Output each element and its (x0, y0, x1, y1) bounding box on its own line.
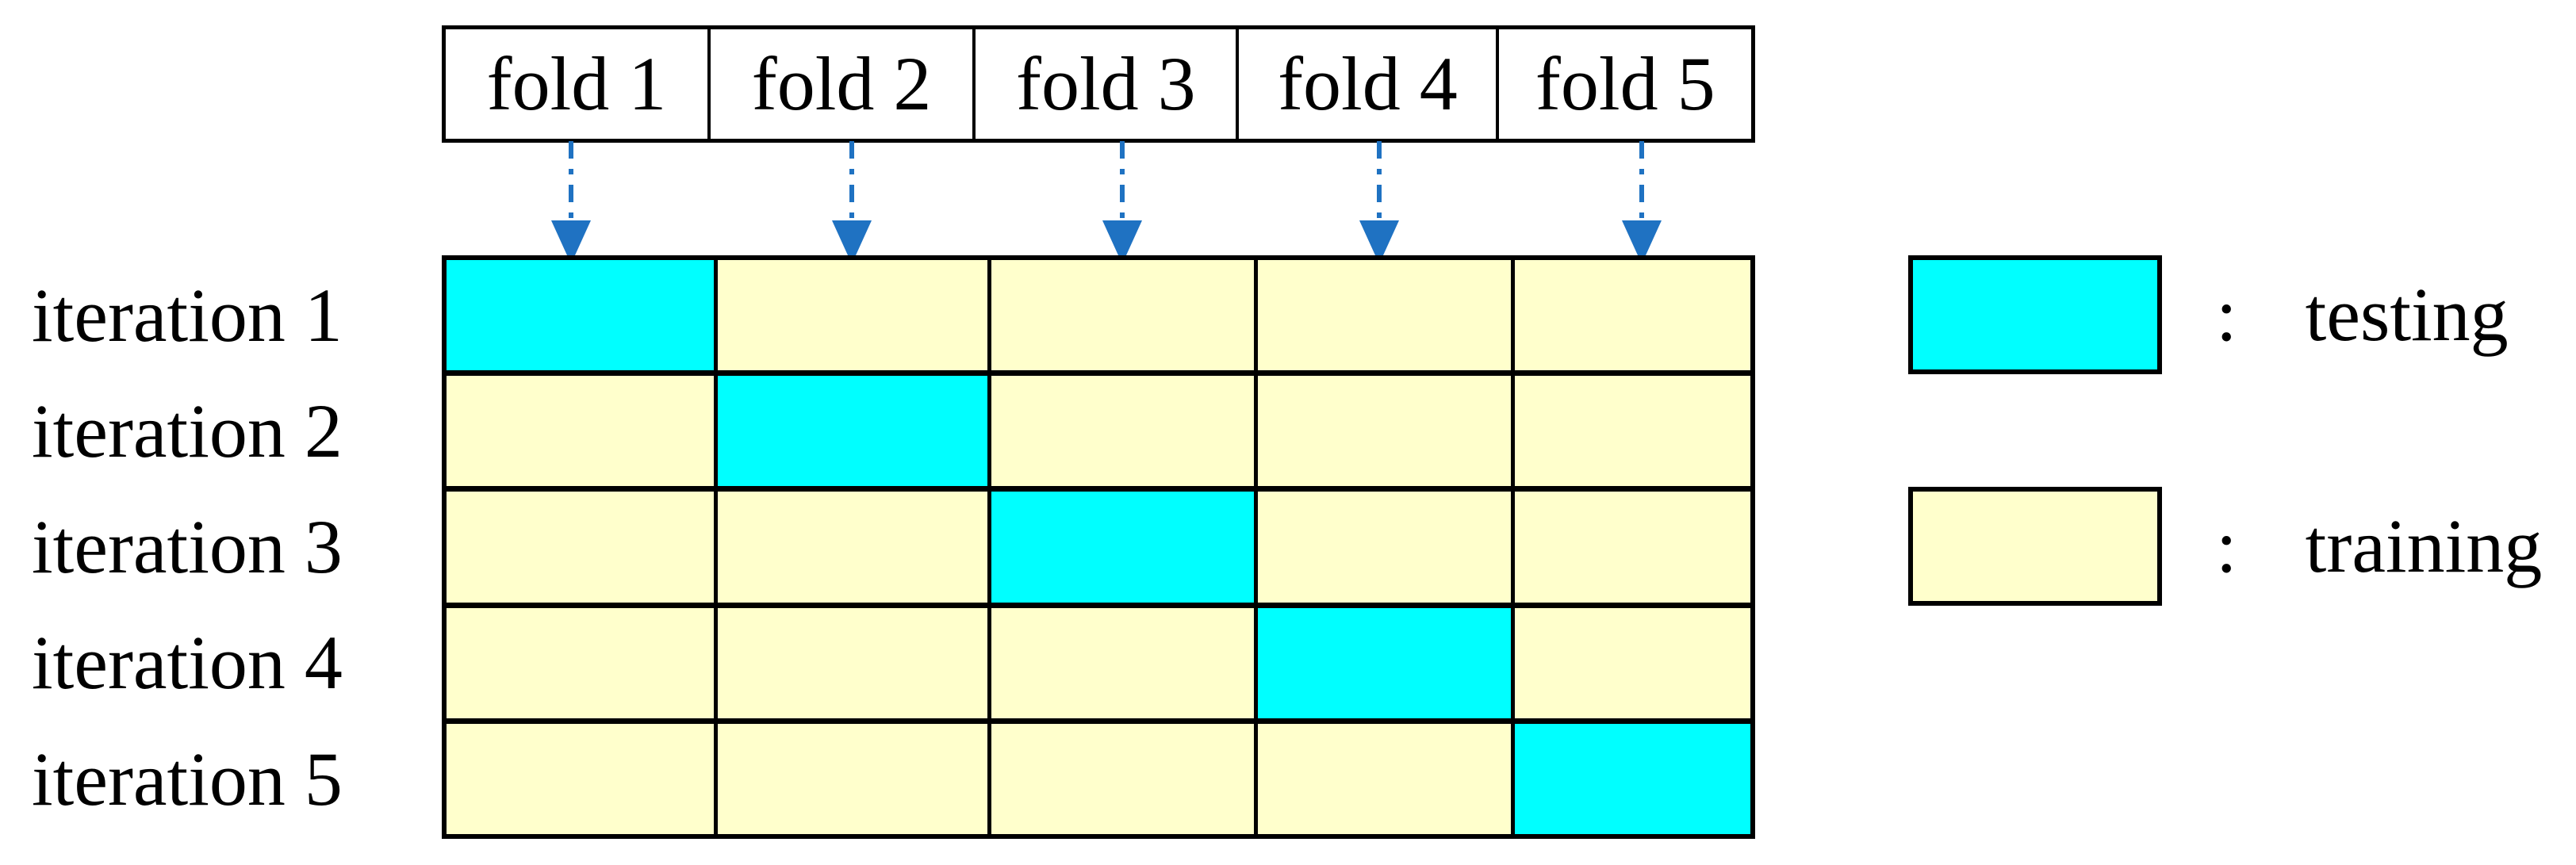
fold-label: fold 5 (1535, 41, 1715, 126)
grid-cell (991, 376, 1259, 487)
legend-colon: : (2216, 503, 2237, 588)
fold-header-cell-1: fold 1 (446, 29, 711, 139)
legend-label-training: training (2305, 503, 2543, 588)
iteration-label-4: iteration 4 (32, 620, 343, 705)
grid-cell (718, 260, 991, 371)
grid-cell (1514, 376, 1750, 487)
grid-cell (1514, 492, 1750, 603)
down-arrow-icon (551, 141, 591, 264)
fold-header-cell-4: fold 4 (1239, 29, 1500, 139)
grid-row-1 (447, 260, 1750, 377)
grid-cell (447, 492, 719, 603)
legend-colon: : (2216, 272, 2237, 357)
iteration-label-3: iteration 3 (32, 504, 343, 589)
grid-cell (991, 260, 1259, 371)
iteration-label-1: iteration 1 (32, 273, 343, 358)
grid-row-2 (447, 376, 1750, 492)
fold-header-cell-5: fold 5 (1499, 29, 1751, 139)
fold-label: fold 1 (486, 41, 667, 126)
grid-cell (1258, 607, 1515, 718)
legend-swatch-training (1908, 487, 2162, 606)
grid-cell (718, 723, 991, 835)
grid-cell (447, 607, 719, 718)
down-arrow-icon (1622, 141, 1662, 264)
grid-cell (447, 376, 719, 487)
down-arrow-icon (1359, 141, 1399, 264)
grid-cell (718, 376, 991, 487)
grid-row-4 (447, 607, 1750, 724)
iteration-label-5: iteration 5 (32, 737, 343, 821)
grid-cell (1514, 607, 1750, 718)
grid-cell (1258, 260, 1515, 371)
fold-label: fold 4 (1278, 41, 1458, 126)
grid-cell (1514, 260, 1750, 371)
grid-row-5 (447, 723, 1750, 835)
grid-cell (1258, 723, 1515, 835)
grid-cell (991, 607, 1259, 718)
fold-header-cell-2: fold 2 (711, 29, 976, 139)
down-arrow-icon (832, 141, 872, 264)
cv-grid (442, 255, 1755, 839)
iteration-label-2: iteration 2 (32, 388, 343, 473)
fold-label: fold 3 (1015, 41, 1196, 126)
legend-swatch-testing (1908, 255, 2162, 374)
legend-row-training: : training (1908, 487, 2542, 606)
grid-cell (447, 260, 719, 371)
legend-label-testing: testing (2305, 272, 2509, 357)
grid-cell (1258, 492, 1515, 603)
legend-row-testing: : testing (1908, 255, 2509, 374)
fold-header-cell-3: fold 3 (976, 29, 1240, 139)
fold-header-row: fold 1 fold 2 fold 3 fold 4 fold 5 (442, 25, 1755, 143)
grid-row-3 (447, 492, 1750, 608)
grid-cell (718, 607, 991, 718)
grid-cell (718, 492, 991, 603)
down-arrow-icon (1102, 141, 1142, 264)
grid-cell (1258, 376, 1515, 487)
grid-cell (1514, 723, 1750, 835)
grid-cell (991, 723, 1259, 835)
grid-cell (991, 492, 1259, 603)
fold-label: fold 2 (751, 41, 932, 126)
grid-cell (447, 723, 719, 835)
